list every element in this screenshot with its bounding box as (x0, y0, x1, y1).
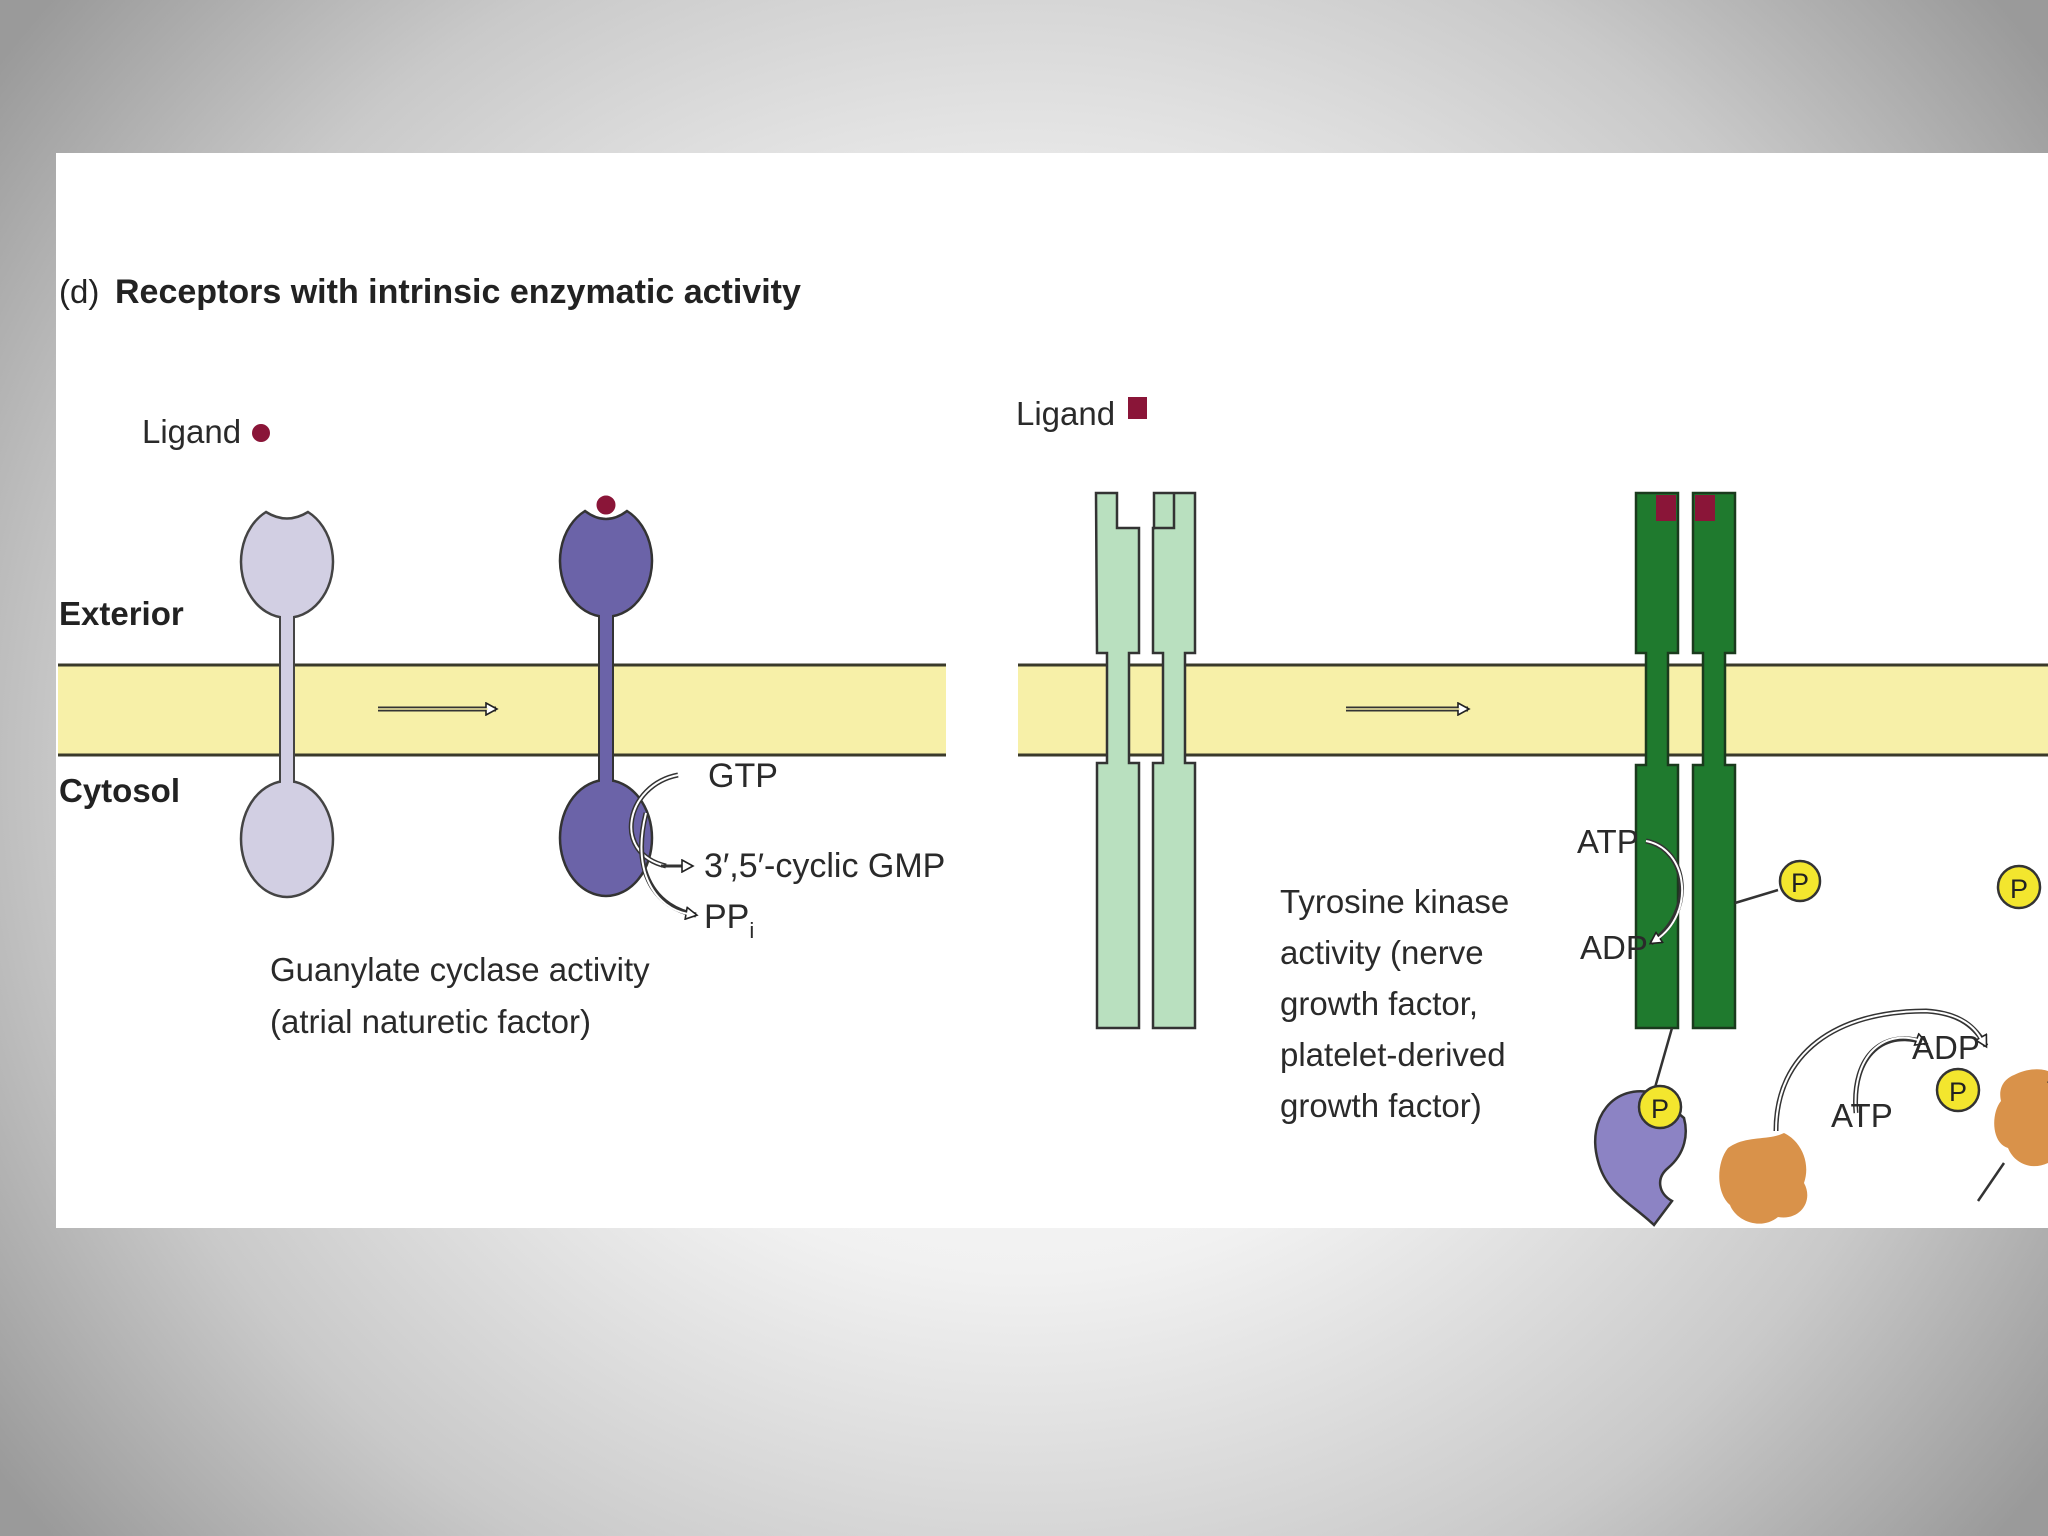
substrate-phosphorylated (1994, 1069, 2048, 1167)
membrane-left (58, 665, 946, 755)
autophosphorylation-arrow (1645, 838, 1684, 946)
phosphate-icon: P (1637, 1084, 1683, 1130)
gc-caption-line2: (atrial naturetic factor) (270, 1003, 591, 1040)
receptor-diagram: (d) Receptors with intrinsic enzymatic a… (58, 273, 2048, 1227)
tk-caption-line4: platelet-derived (1280, 1036, 1506, 1073)
ppi-label: PPi (704, 898, 754, 943)
tk-caption-line1: Tyrosine kinase (1280, 883, 1509, 920)
guanylate-panel: Exterior Cytosol Ligand (58, 413, 946, 1040)
gtp-label: GTP (708, 757, 778, 795)
atp-top-label: ATP (1577, 823, 1639, 860)
ligand-label-gc: Ligand (142, 413, 241, 450)
adp-top-label: ADP (1580, 929, 1648, 966)
svg-text:P: P (1791, 868, 1809, 898)
ligand-square-icon (1128, 397, 1147, 419)
gc-reaction-arrows (628, 772, 696, 915)
bound-ligand-tk-2 (1695, 495, 1715, 521)
inactive-gc-receptor (239, 510, 335, 899)
bound-ligand-gc (593, 492, 619, 518)
adp-bottom-label: ADP (1912, 1029, 1980, 1066)
panel-letter: (d) (59, 273, 99, 310)
gc-caption-line1: Guanylate cyclase activity (270, 951, 650, 988)
cgmp-label: 3′,5′-cyclic GMP (704, 847, 945, 885)
membrane-right (1018, 665, 2048, 755)
tk-caption-line5: growth factor) (1280, 1087, 1482, 1124)
bound-ligand-tk-1 (1656, 495, 1676, 521)
ligand-dot-icon (252, 424, 270, 442)
substrate-phosphorylation-arrows (1773, 1008, 1989, 1132)
cytosol-label: Cytosol (59, 772, 180, 809)
tyrosine-panel: Ligand ATP ADP P (1016, 395, 2048, 1227)
phosphate-icon: P (1778, 859, 1822, 903)
figure-slide: (d) Receptors with intrinsic enzymatic a… (56, 153, 2048, 1228)
active-gc-receptor (558, 492, 654, 898)
ligand-label-tk: Ligand (1016, 395, 1115, 432)
exterior-label: Exterior (59, 595, 184, 632)
tk-caption-line3: growth factor, (1280, 985, 1478, 1022)
active-tk-dimer (1634, 491, 1737, 1030)
inactive-tk-receptors (1094, 491, 1197, 1030)
atp-bottom-label: ATP (1831, 1097, 1893, 1134)
tk-caption-line2: activity (nerve (1280, 934, 1484, 971)
svg-text:P: P (1651, 1094, 1669, 1124)
substrate-unphosphorylated (1719, 1133, 1808, 1224)
figure-title: Receptors with intrinsic enzymatic activ… (115, 273, 801, 311)
